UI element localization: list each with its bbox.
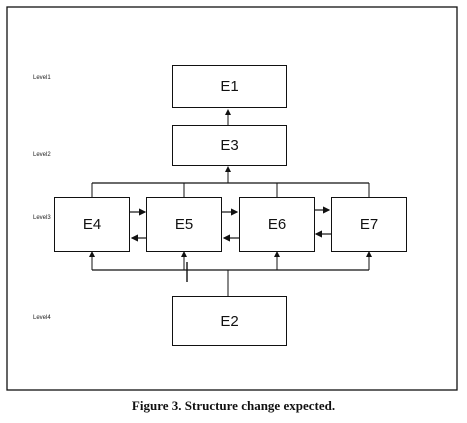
- outer-frame: [6, 6, 458, 391]
- node-e5: E5: [146, 197, 222, 252]
- figure-caption: Figure 3. Structure change expected.: [131, 398, 336, 413]
- node-e1: E1: [172, 65, 287, 108]
- node-e6: E6: [239, 197, 315, 252]
- level-label-3: Level3: [33, 215, 51, 221]
- node-e7: E7: [331, 197, 407, 252]
- node-e3: E3: [172, 125, 287, 166]
- node-e4: E4: [54, 197, 130, 252]
- level-label-2: Level2: [33, 152, 51, 158]
- level-label-1: Level1: [33, 75, 51, 81]
- level-label-4: Level4: [33, 315, 51, 321]
- node-e2: E2: [172, 296, 287, 346]
